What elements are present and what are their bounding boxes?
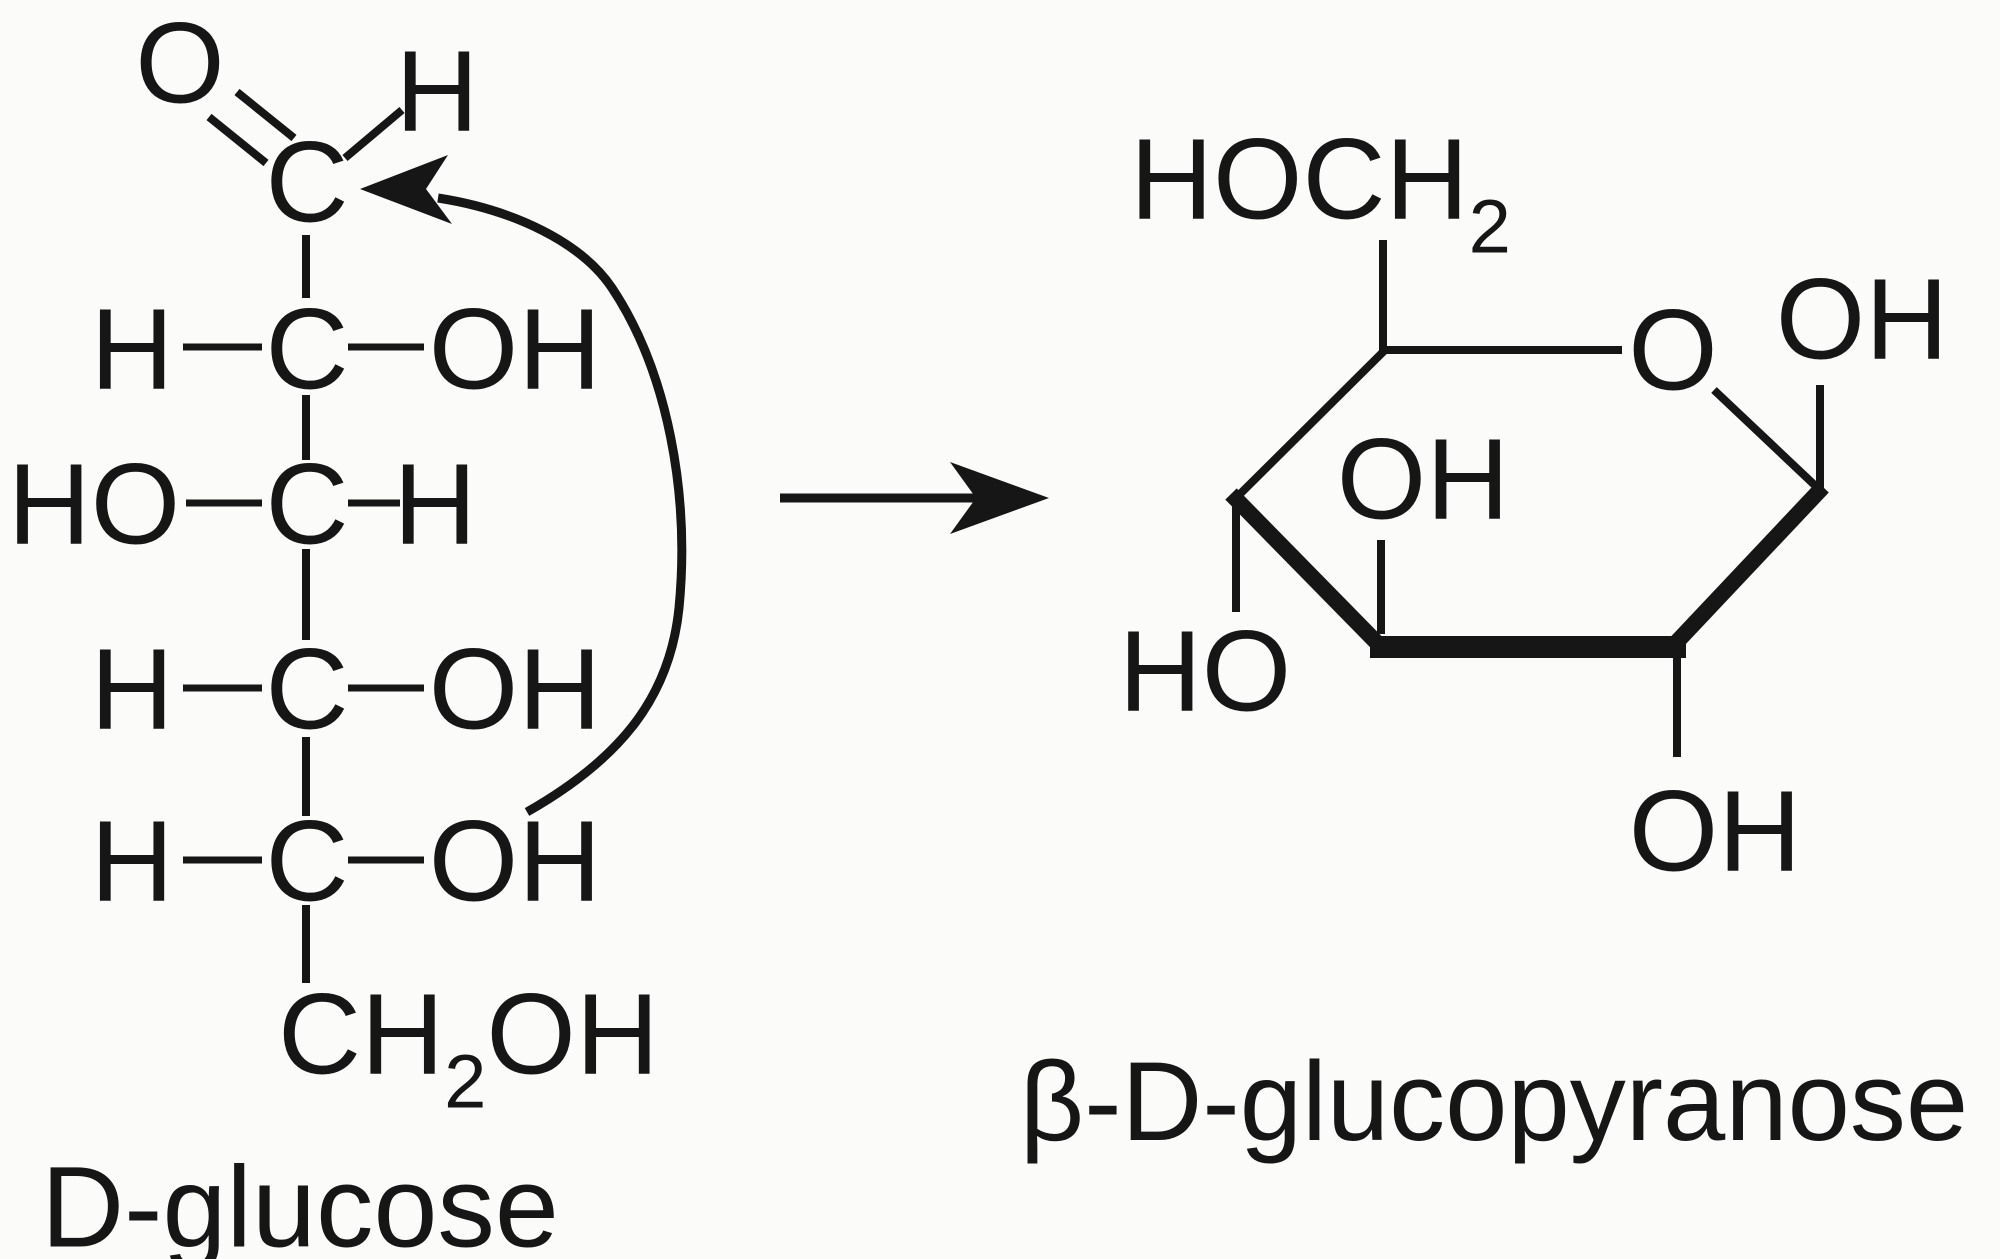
ring-bond-c4-c5 [1232,348,1387,502]
reaction-arrow-head-icon [950,462,1049,534]
haworth-c2-oh: OH [1628,767,1802,896]
fischer-c2-left-h: H [90,285,174,414]
haworth-c4-ho: HO [1118,607,1292,736]
ring-bond-c1-c2-bold [1667,481,1829,652]
fischer-carbonyl-o: O [135,0,225,128]
ring-bond-o-c1 [1711,387,1826,496]
fischer-c2-right-oh: OH [428,285,602,414]
ch2oh-subscript: 2 [444,1039,487,1125]
fischer-c3-left-ho: HO [7,440,181,569]
molecule-name-d-glucose: D-glucose [41,1143,559,1259]
molecule-name-beta-d-glucopyranose: β-D-glucopyranose [1019,1039,1969,1164]
fischer-c2: C [265,285,349,414]
fischer-c1: C [265,118,349,247]
fischer-c6-ch2oh: CH2OH [278,977,659,1120]
cyclization-arrow-curve [437,193,687,816]
haworth-ring-o: O [1628,286,1718,415]
haworth-c1-oh: OH [1775,255,1949,384]
fischer-c3: C [265,440,349,569]
double-bond-c1-o-line2 [234,88,297,142]
hoch2-subscript: 2 [1468,184,1511,270]
hoch2-pre: HOCH [1130,115,1469,244]
fischer-c5: C [265,797,349,926]
haworth-hoch2: HOCH2 [1130,122,1511,265]
ch2oh-post: OH [486,970,659,1099]
fischer-c4: C [265,625,349,754]
fischer-c3-right-h: H [393,440,477,569]
fischer-c5-right-oh: OH [428,797,602,926]
double-bond-c1-o-line1 [206,113,269,167]
fischer-c4-left-h: H [90,625,174,754]
cyclization-arrow-head-icon [360,155,452,224]
haworth-c3-oh: OH [1336,415,1510,544]
ring-bond-c3-c4-bold [1225,488,1390,656]
fischer-c5-left-h: H [90,797,174,926]
ch2oh-pre: CH [278,970,445,1099]
bond-c1-h [342,106,405,162]
fischer-carbonyl-h: H [395,27,479,156]
fischer-c4-right-oh: OH [428,625,602,754]
